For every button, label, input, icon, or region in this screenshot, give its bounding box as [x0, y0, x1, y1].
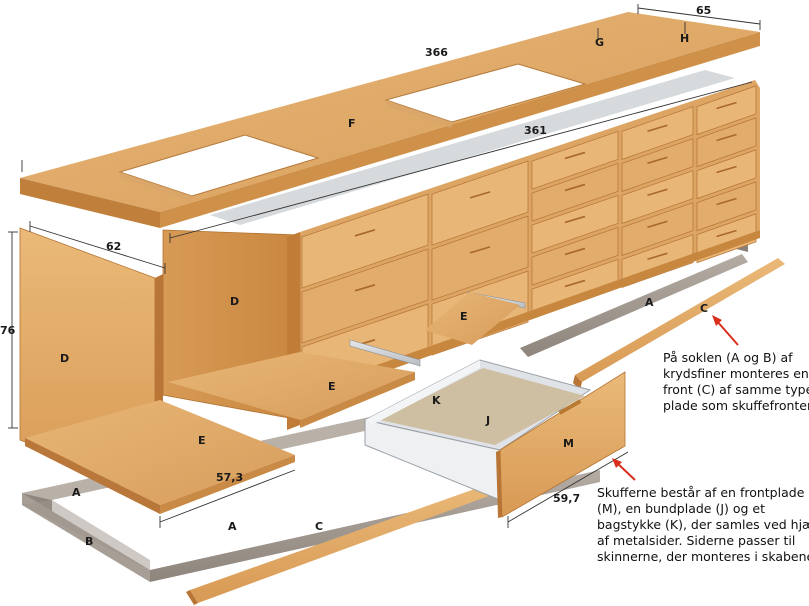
dim-side-height: 76 [0, 324, 16, 337]
label-h: H [680, 32, 689, 45]
annotation-arrows [612, 315, 739, 481]
label-a-back: A [645, 296, 654, 309]
label-k: K [432, 394, 441, 407]
drawer-front [621, 106, 694, 160]
label-g: G [595, 36, 604, 49]
drawer-note-line: bagstykke (K), der samles ved hjælp [597, 517, 809, 532]
drawer-handle [716, 197, 737, 206]
drawer-front [696, 181, 757, 232]
drawer-front [696, 85, 757, 136]
base-note-line: På soklen (A og B) af [663, 350, 793, 365]
base-note-line: krydsfiner monteres en [663, 366, 809, 381]
drawer-front [621, 138, 694, 192]
dimension-lines [8, 4, 761, 528]
drawer-note-line: (M), en bundplade (J) og et [597, 501, 766, 516]
base-note: På soklen (A og B) af krydsfiner montere… [663, 350, 809, 414]
shelf-right [425, 292, 520, 345]
plinth-right-board [573, 258, 785, 390]
label-c-front: C [315, 520, 323, 533]
label-a-front: A [228, 520, 237, 533]
drawer-handle [647, 188, 668, 196]
shelf-middle [168, 352, 415, 428]
shelf-left [25, 400, 295, 514]
drawer-handle [564, 215, 586, 224]
dimension-values: 65 366 361 62 76 57,3 59,7 [0, 4, 711, 505]
label-a-left: A [72, 486, 81, 499]
label-m: M [563, 437, 574, 450]
drawer-handle [564, 183, 586, 192]
dim-drawer-width: 59,7 [553, 492, 580, 505]
drawer-front [696, 149, 757, 200]
drawer-handle [647, 220, 668, 228]
drawer-handle [354, 284, 376, 292]
dim-side-depth: 62 [106, 240, 121, 253]
drawer-front [696, 117, 757, 168]
drawer-handle [716, 101, 737, 110]
label-e-right: E [460, 310, 468, 323]
label-e-left: E [198, 434, 206, 447]
drawer-handle [647, 156, 668, 164]
drawer-front [431, 215, 529, 301]
label-d-inner: D [230, 295, 239, 308]
drawer-front [531, 226, 619, 286]
drawer-front [531, 194, 619, 254]
label-c-right: C [700, 302, 708, 315]
base-note-line: plade som skuffefronterne. [663, 398, 809, 413]
dim-shelf-depth: 57,3 [216, 471, 243, 484]
drawer-note-line: skinnerne, der monteres i skabene. [597, 549, 809, 564]
drawer-handle [647, 252, 668, 260]
label-j: J [485, 414, 490, 427]
countertop [20, 12, 760, 228]
drawer-note: Skufferne består af en frontplade (M), e… [597, 485, 809, 565]
drawer-fronts-grid [301, 85, 757, 399]
drawer-front [531, 162, 619, 222]
label-e-mid: E [328, 380, 336, 393]
drawer-note-line: Skufferne består af en frontplade [597, 485, 805, 500]
drawer-front [621, 170, 694, 224]
drawer-front [431, 160, 529, 246]
drawer-assembly [363, 359, 626, 518]
label-b: B [85, 535, 93, 548]
drawer-handle [564, 151, 586, 160]
drawer-handle [354, 229, 376, 237]
label-f: F [348, 117, 356, 130]
drawer-handle [716, 133, 737, 142]
drawer-handle [469, 246, 491, 254]
dim-top-depth: 65 [696, 4, 711, 17]
drawer-handle [647, 124, 668, 132]
base-note-line: front (C) af samme type [663, 382, 809, 397]
drawer-front [531, 130, 619, 190]
drawer-note-line: af metalsider. Siderne passer til [597, 533, 796, 548]
drawer-handle [564, 279, 586, 288]
inner-back-strip [210, 70, 735, 225]
drawer-front [301, 193, 429, 289]
drawer-handle [716, 229, 737, 238]
drawer-front [301, 248, 429, 344]
drawer-front [621, 202, 694, 256]
drawer-handle [716, 165, 737, 174]
dim-top-length: 366 [425, 46, 448, 59]
drawer-handle [469, 191, 491, 199]
drawer-handle [564, 247, 586, 256]
dim-inner-length: 361 [524, 124, 547, 137]
label-d-front: D [60, 352, 69, 365]
plinth-front-board [186, 480, 505, 605]
part-labels: G H F D D E E E A A A B C C K J M [60, 32, 708, 548]
